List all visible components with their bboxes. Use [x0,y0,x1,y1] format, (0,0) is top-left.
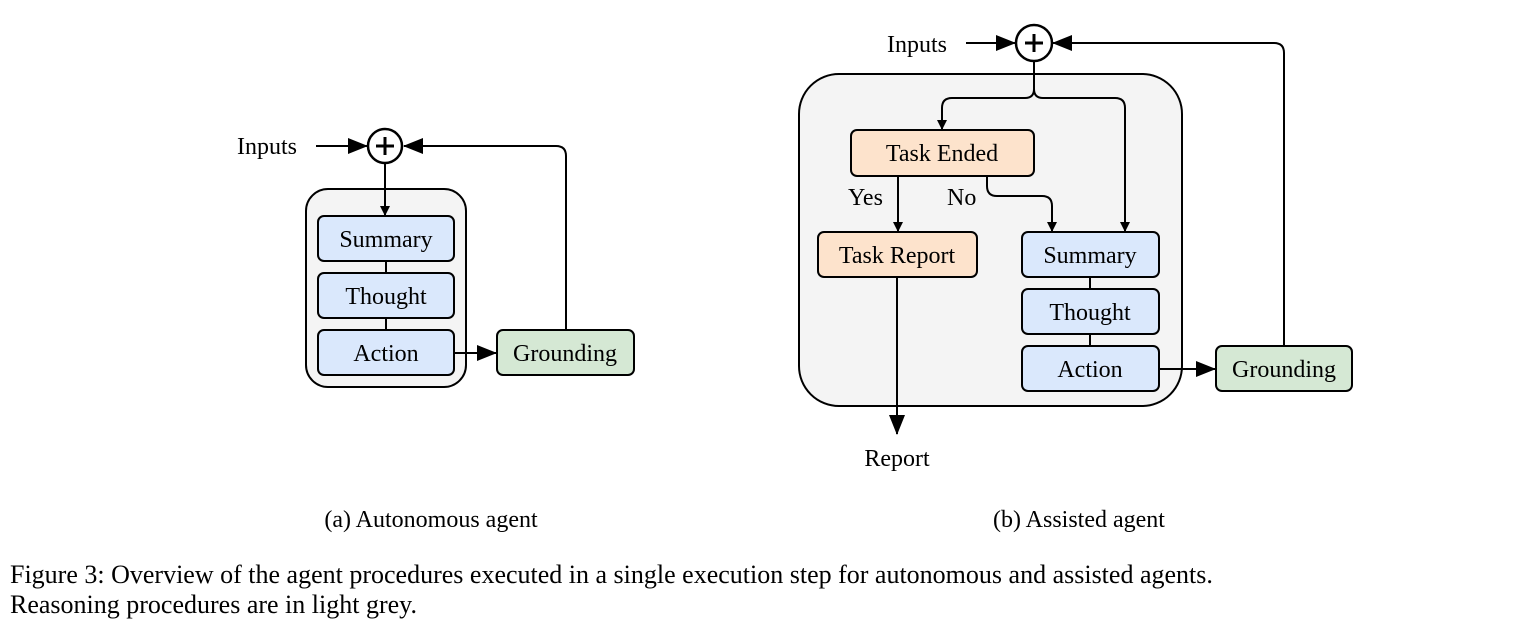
autonomous-action-label: Action [353,341,418,367]
no-branch-label: No [947,185,976,211]
assisted-action-label: Action [1057,357,1122,383]
assisted-feedback-arrow [1052,35,1285,346]
assisted-subcaption: (b) Assisted agent [993,507,1165,533]
task-report-label: Task Report [839,243,956,269]
autonomous-inputs-label: Inputs [237,134,297,160]
task-ended-box [850,129,1035,177]
yes-branch-label: Yes [848,185,883,211]
autonomous-grounding-label: Grounding [513,341,617,367]
report-label: Report [864,446,930,472]
autonomous-summary-label: Summary [339,227,432,253]
no-branch-arrow [986,176,1057,232]
autonomous-feedback-arrow [403,138,567,330]
figure-caption-line-1: Figure 3: Overview of the agent procedur… [10,560,1213,589]
assisted-agent-diagram: Inputs Task Ended Yes No Task Report Rep… [798,23,1353,472]
assisted-summary-label: Summary [1043,243,1136,269]
assisted-inputs-label: Inputs [887,32,947,58]
assisted-sum-to-summary-arrow [1033,88,1130,232]
task-ended-label: Task Ended [886,141,998,167]
autonomous-agent-diagram: Inputs Summary Thought Action Grounding [237,127,635,388]
figure-caption-line-2: Reasoning procedures are in light grey. [10,590,417,619]
assisted-grounding-label: Grounding [1232,357,1336,383]
assisted-thought-label: Thought [1049,300,1131,326]
autonomous-sum-node [366,127,404,165]
autonomous-subcaption: (a) Autonomous agent [324,507,538,533]
agent-procedures-figure: Inputs Summary Thought Action Grounding … [237,23,1353,533]
figure-caption: Figure 3: Overview of the agent procedur… [10,560,1530,620]
assisted-sum-node [1014,23,1054,63]
autonomous-thought-label: Thought [345,284,427,310]
